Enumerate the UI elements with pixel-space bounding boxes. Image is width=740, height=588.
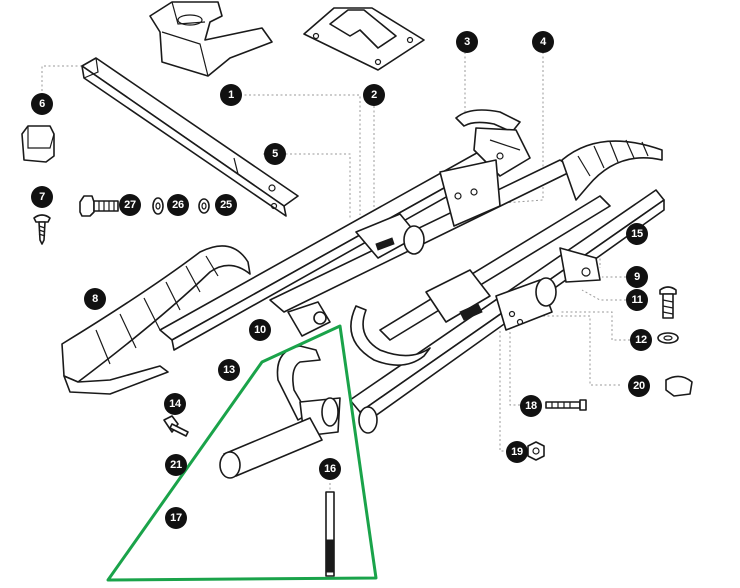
callout-15[interactable]: 15	[626, 223, 648, 245]
part-11-bolt	[659, 286, 677, 319]
callout-3[interactable]: 3	[456, 31, 478, 53]
callout-11[interactable]: 11	[626, 289, 648, 311]
part-6-end-cap	[21, 125, 55, 163]
part-1-bracket	[149, 1, 273, 77]
callout-1[interactable]: 1	[220, 84, 242, 106]
part-20-cap	[665, 375, 693, 397]
part-8-wheel-cradle	[61, 245, 251, 395]
callout-25[interactable]: 25	[215, 194, 237, 216]
callout-27[interactable]: 27	[119, 194, 141, 216]
lower-right-clamp	[425, 269, 557, 331]
callout-26[interactable]: 26	[167, 194, 189, 216]
callout-2[interactable]: 2	[363, 84, 385, 106]
callout-20[interactable]: 20	[628, 375, 650, 397]
callout-21[interactable]: 21	[165, 454, 187, 476]
callout-14[interactable]: 14	[164, 393, 186, 415]
part-7-screw	[33, 214, 51, 245]
highlight-outline	[106, 324, 378, 582]
callout-5[interactable]: 5	[264, 143, 286, 165]
part-5-square-tube	[81, 57, 299, 217]
part-21-tube	[219, 417, 323, 479]
callout-13[interactable]: 13	[218, 359, 240, 381]
leader-lines	[41, 52, 630, 492]
part-18-screw	[545, 399, 587, 411]
part-10-knob	[287, 301, 331, 337]
callout-6[interactable]: 6	[31, 93, 53, 115]
right-wheel-cradle	[561, 139, 663, 201]
callout-16[interactable]: 16	[319, 458, 341, 480]
part-4-center-bracket	[439, 159, 501, 227]
callout-9[interactable]: 9	[626, 266, 648, 288]
callout-17[interactable]: 17	[165, 507, 187, 529]
part-19-nut	[527, 441, 545, 461]
callout-4[interactable]: 4	[532, 31, 554, 53]
part-14-screw	[163, 415, 189, 437]
loop-arm	[350, 305, 431, 366]
part-16-strap	[325, 491, 335, 577]
mid-clamp-block	[355, 213, 425, 259]
callout-18[interactable]: 18	[520, 395, 542, 417]
parts-25-27-bolt-washers	[79, 195, 210, 217]
callout-8[interactable]: 8	[84, 288, 106, 310]
part-9-pivot	[559, 247, 601, 283]
callout-10[interactable]: 10	[249, 319, 271, 341]
part-2-mount-plate	[303, 7, 425, 71]
callout-19[interactable]: 19	[506, 441, 528, 463]
part-12-washer	[657, 332, 679, 344]
callout-7[interactable]: 7	[31, 186, 53, 208]
callout-12[interactable]: 12	[630, 329, 652, 351]
